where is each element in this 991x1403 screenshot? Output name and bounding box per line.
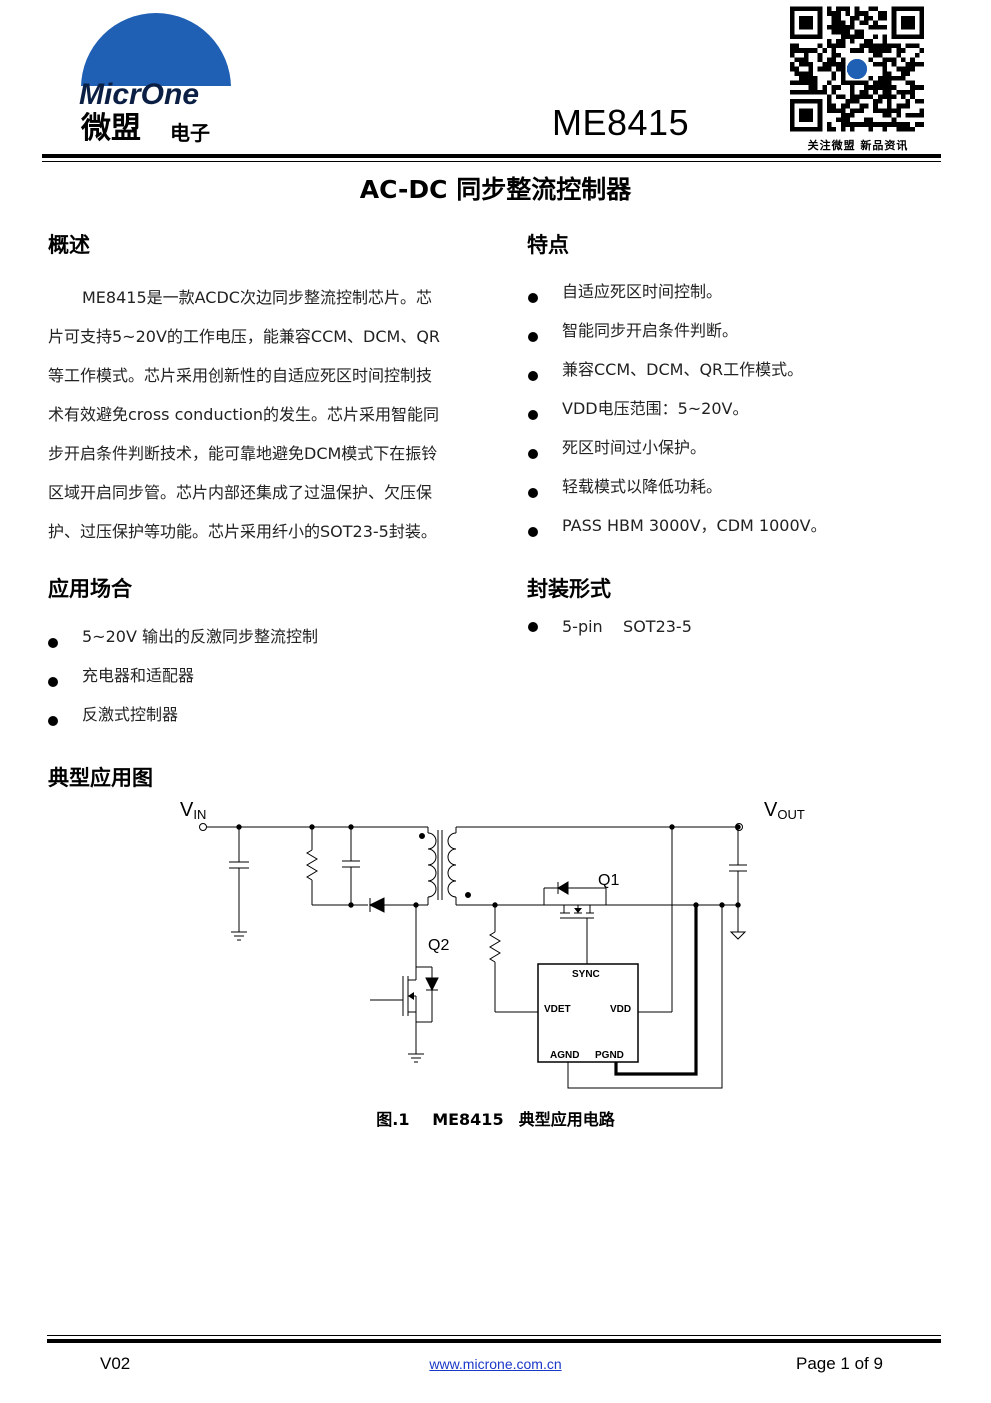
header-rule-thin	[42, 161, 941, 162]
footer-website-link[interactable]: www.microne.com.cn	[429, 1356, 562, 1372]
pin-vdd-label: VDD	[610, 1004, 631, 1015]
bullet-icon	[48, 715, 58, 726]
bullet-icon	[528, 526, 538, 537]
vout-sub-label: OUT	[777, 807, 805, 822]
vout-label: V	[764, 799, 778, 821]
overview-line: 等工作模式。芯片采用创新性的自适应死区时间控制技	[48, 366, 433, 385]
footer-page-number: Page 1 of 9	[796, 1354, 883, 1373]
footer-rule-thin	[47, 1335, 941, 1336]
list-item: 轻载模式以降低功耗。	[528, 473, 948, 512]
overview-line: ME8415是一款ACDC次边同步整流控制芯片。芯	[82, 288, 432, 307]
applications-heading: 应用场合	[48, 577, 132, 601]
bullet-icon	[528, 409, 538, 420]
overview-line: 步开启条件判断技术，能可靠地避免DCM模式下在振铃	[48, 444, 438, 463]
bullet-icon	[48, 676, 58, 687]
list-item: 自适应死区时间控制。	[528, 278, 948, 317]
list-item: 反激式控制器	[48, 701, 468, 740]
bullet-icon	[48, 637, 58, 648]
bullet-icon	[528, 370, 538, 381]
qr-code-icon	[790, 6, 924, 132]
overview-line: 术有效避免cross conduction的发生。芯片采用智能同	[48, 405, 440, 424]
pin-vdet-label: VDET	[544, 1004, 571, 1015]
pin-sync-label: SYNC	[572, 969, 600, 980]
vin-label: V	[180, 799, 194, 821]
vin-sub-label: IN	[193, 807, 206, 822]
applications-list: 5~20V 输出的反激同步整流控制 充电器和适配器 反激式控制器	[48, 623, 468, 740]
footer-version: V02	[100, 1354, 131, 1373]
q1-label: Q1	[598, 872, 619, 889]
list-item: 充电器和适配器	[48, 662, 468, 701]
overview-paragraph: ME8415是一款ACDC次边同步整流控制芯片。芯 片可支持5~20V的工作电压…	[48, 278, 470, 551]
typical-application-circuit: VIN VOUT Q1 Q2	[180, 799, 805, 1089]
footer-rule-thick	[47, 1339, 941, 1343]
list-item: 5-pin SOT23-5	[528, 613, 948, 641]
package-heading: 封装形式	[527, 577, 611, 601]
bullet-icon	[528, 622, 538, 632]
logo-text-cn-main: 微盟	[80, 111, 141, 146]
overview-line: 片可支持5~20V的工作电压，能兼容CCM、DCM、QR	[48, 327, 441, 346]
bullet-icon	[528, 292, 538, 303]
overview-heading: 概述	[48, 233, 90, 257]
features-list: 自适应死区时间控制。 智能同步开启条件判断。 兼容CCM、DCM、QR工作模式。…	[528, 278, 948, 551]
list-item: 死区时间过小保护。	[528, 434, 948, 473]
typical-app-heading: 典型应用图	[48, 766, 153, 790]
svg-text:VOUT: VOUT	[764, 799, 805, 822]
list-item: PASS HBM 3000V，CDM 1000V。	[528, 512, 948, 551]
qr-caption: 关注微盟 新品资讯	[807, 139, 909, 152]
overview-line: 区域开启同步管。芯片内部还集成了过温保护、欠压保	[48, 483, 433, 502]
bullet-icon	[528, 487, 538, 498]
logo-text-en: MicrOne	[79, 78, 199, 111]
logo-text-cn-sub: 电子	[170, 121, 210, 145]
figure-caption: 图.1 ME8415 典型应用电路	[376, 1110, 615, 1129]
list-item: 5~20V 输出的反激同步整流控制	[48, 623, 468, 662]
overview-line: 护、过压保护等功能。芯片采用纤小的SOT23-5封装。	[48, 522, 437, 541]
document-title: AC-DC 同步整流控制器	[359, 175, 632, 204]
pin-pgnd-label: PGND	[595, 1050, 624, 1061]
microne-logo: MicrOne 微盟 电子	[79, 13, 231, 146]
package-list: 5-pin SOT23-5	[528, 613, 948, 641]
svg-text:VIN: VIN	[180, 799, 206, 822]
list-item: 兼容CCM、DCM、QR工作模式。	[528, 356, 948, 395]
features-heading: 特点	[527, 233, 569, 257]
list-item: VDD电压范围：5~20V。	[528, 395, 948, 434]
header-rule-thick	[42, 154, 941, 158]
bullet-icon	[528, 331, 538, 342]
q2-label: Q2	[428, 937, 449, 954]
part-number: ME8415	[552, 102, 690, 143]
bullet-icon	[528, 448, 538, 459]
list-item: 智能同步开启条件判断。	[528, 317, 948, 356]
pin-agnd-label: AGND	[550, 1050, 579, 1061]
